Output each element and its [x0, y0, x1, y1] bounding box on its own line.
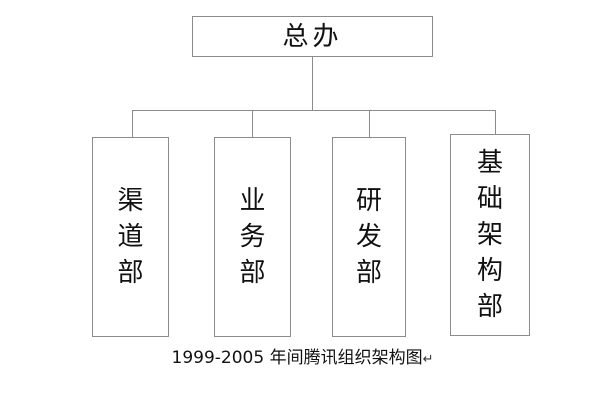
org-node-infrastructure-department[interactable]: 基础架构部 [450, 134, 530, 336]
label-char: 研 [355, 186, 382, 216]
label-char: 部 [355, 258, 382, 288]
paragraph-mark-icon: ↵ [422, 352, 434, 367]
label-char: 业 [239, 186, 266, 216]
org-node-channel-department[interactable]: 渠道部 [92, 137, 169, 337]
label-char: 部 [476, 292, 503, 322]
org-node-business-department-label: 业务部 [215, 138, 290, 336]
org-node-rnd-department[interactable]: 研发部 [332, 137, 406, 337]
label-char: 构 [476, 256, 503, 286]
connector-drop-infrastructure [495, 110, 496, 134]
label-char: 架 [476, 220, 503, 250]
connector-drop-business [252, 110, 253, 137]
label-char: 务 [239, 222, 266, 252]
label-char: 道 [117, 222, 144, 252]
org-node-general-office[interactable]: 总办 [192, 16, 433, 57]
label-char: 渠 [117, 186, 144, 216]
label-char: 发 [355, 222, 382, 252]
label-char: 部 [117, 258, 144, 288]
org-node-channel-department-label: 渠道部 [93, 138, 168, 336]
org-node-business-department[interactable]: 业务部 [214, 137, 291, 337]
connector-horizontal-bus [132, 110, 496, 111]
diagram-caption-text: 1999-2005 年间腾讯组织架构图 [171, 348, 423, 368]
connector-drop-rnd [369, 110, 370, 137]
connector-drop-channel [132, 110, 133, 137]
org-node-general-office-label: 总办 [282, 22, 343, 52]
label-char: 础 [476, 184, 503, 214]
connector-root-stem [312, 57, 313, 111]
diagram-caption: 1999-2005 年间腾讯组织架构图↵ [0, 346, 605, 372]
label-char: 部 [239, 258, 266, 288]
org-node-rnd-department-label: 研发部 [333, 138, 405, 336]
org-node-infrastructure-department-label: 基础架构部 [451, 135, 529, 335]
label-char: 基 [476, 148, 503, 178]
